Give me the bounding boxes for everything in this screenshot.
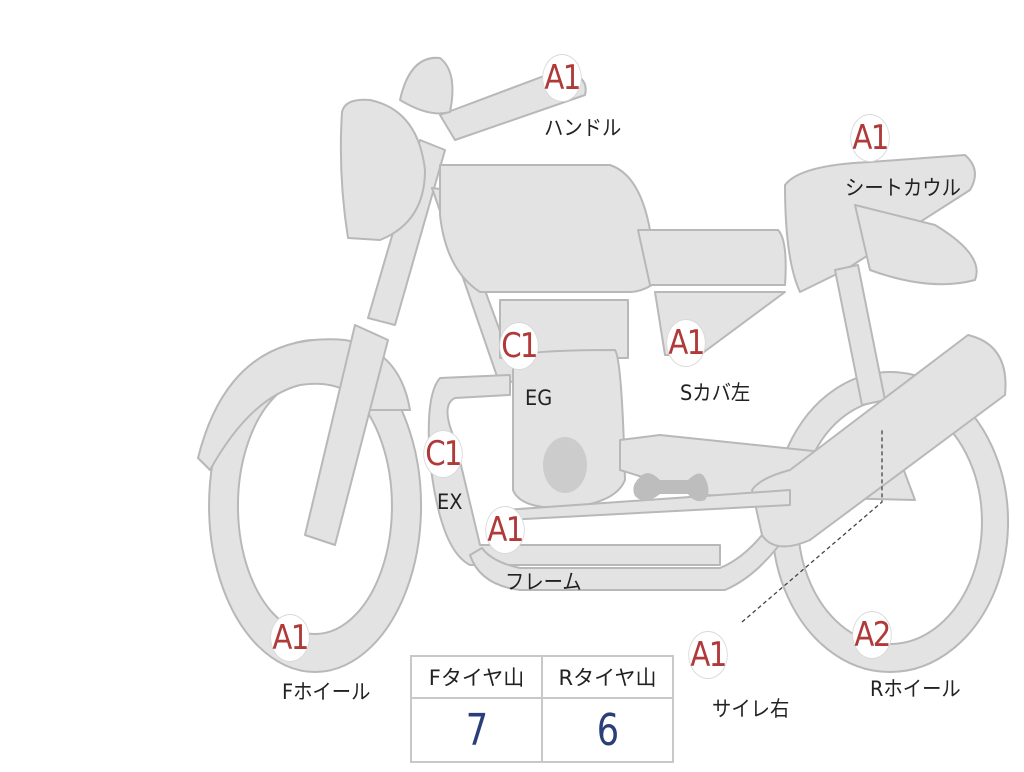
rear-tire-value: 6 [596, 704, 619, 756]
part-label: ハンドル [544, 116, 622, 140]
part-label: サイレ右 [712, 697, 790, 721]
rear-tire-header: Rタイヤ山 [541, 655, 674, 699]
muffler-pointer-line [741, 428, 883, 623]
part-label: シートカウル [845, 176, 961, 200]
part-label: EX [437, 490, 463, 514]
front-tire-value-cell: 7 [410, 697, 543, 763]
engine-cover-circle [543, 437, 587, 493]
side-panel-shape [637, 229, 787, 286]
muffler-shape [751, 334, 1007, 548]
rear-tire-value-cell: 6 [541, 697, 674, 763]
front-tire-header: Fタイヤ山 [410, 655, 543, 699]
tire-tread-table: Fタイヤ山 Rタイヤ山 7 6 [410, 655, 674, 763]
grade-badge: C1 [423, 430, 463, 478]
front-tire-value: 7 [465, 704, 488, 756]
grade-badge: A1 [542, 54, 582, 102]
footpeg-shape [633, 473, 709, 502]
handlebar-grip [399, 56, 454, 115]
headlight-shape [339, 98, 426, 241]
grade-badge: A1 [485, 506, 525, 554]
part-label: EG [525, 386, 553, 410]
part-label: フレーム [505, 570, 582, 594]
grade-badge: A1 [850, 114, 890, 162]
tail-fender-shape [854, 204, 978, 286]
grade-badge: A2 [852, 611, 892, 659]
grade-badge: C1 [499, 322, 539, 370]
part-label: Fホイール [282, 680, 371, 704]
exhaust-pipe-shape [427, 374, 721, 566]
grade-badge: A1 [270, 614, 310, 662]
front-fork-shape [304, 324, 389, 546]
part-label: Rホイール [870, 677, 961, 701]
fuel-tank-shape [439, 164, 653, 293]
frame-tube-front [367, 139, 446, 326]
part-label: Sカバ左 [680, 381, 751, 405]
grade-badge: A1 [666, 319, 706, 367]
grade-badge: A1 [688, 631, 728, 679]
